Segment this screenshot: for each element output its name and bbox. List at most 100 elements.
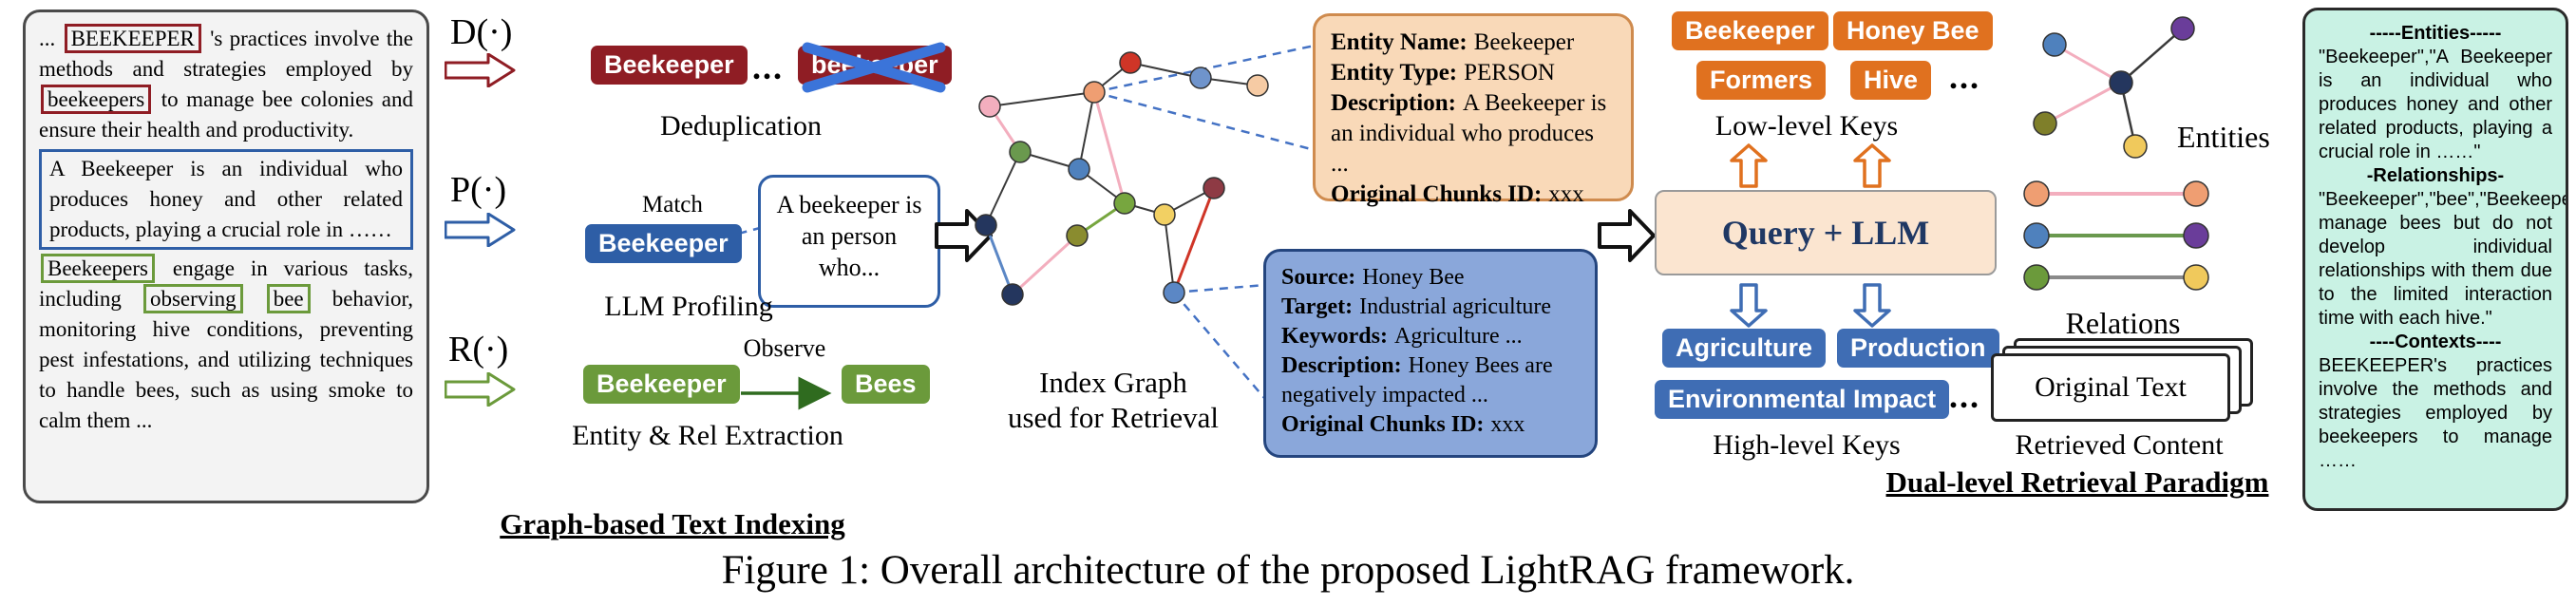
index-graph-label-line1: Index Graph [1039,366,1187,399]
relation-card-key: Source: [1281,265,1356,290]
relation-card-key: Description: [1281,353,1402,378]
source-text: to manage bee colonies and ensure their … [39,87,413,142]
index-graph-label-line2: used for Retrieval [1007,401,1220,434]
extraction-chip-bees: Bees [842,365,930,404]
entity-card-value: xxx [1548,181,1584,207]
output-entities-header: -----Entities----- [2369,23,2502,44]
relation-card-value: Industrial agriculture [1359,294,1552,319]
high-level-keys-label: High-level Keys [1713,429,1901,461]
entities-label: Entities [2177,120,2270,154]
profiling-chip-beekeeper: Beekeeper [585,224,742,263]
index-graph-label: Index Graph used for Retrieval [971,365,1256,435]
high-level-key-agriculture: Agriculture [1662,329,1827,368]
entity-card-key: Entity Name: [1331,29,1468,55]
output-relationships-text: "Beekeeper","bee","Beekeepers manage bee… [2319,189,2568,329]
relation-highlight-beekeepers: Beekeepers [41,254,155,283]
entity-card-value: A Beekeeper is an individual who produce… [1331,90,1607,177]
profile-highlight-block: A Beekeeper is an individual who produce… [39,149,413,250]
extraction-step-label: Entity & Rel Extraction [572,420,843,451]
match-label: Match [642,192,703,218]
source-document-box: ... BEEKEEPER 's practices involve the m… [23,9,429,503]
figure-caption: Figure 1: Overall architecture of the pr… [721,548,1855,593]
low-level-key-hive: Hive [1850,61,1932,100]
section-label-indexing: Graph-based Text Indexing [500,507,845,540]
down-arrow-icon-2 [1853,283,1891,328]
dedup-ellipsis: ... [752,48,784,86]
high-level-key-environmental-impact: Environmental Impact [1655,380,1950,419]
low-level-key-formers: Formers [1696,61,1827,100]
section-label-retrieval: Dual-level Retrieval Paradigm [1885,465,2269,499]
extraction-chip-beekeeper: Beekeeper [583,365,740,404]
high-level-ellipsis: ... [1949,377,1980,415]
relation-card-line: Keywords:Agriculture ... [1281,324,1523,349]
down-arrow-icon-1 [1730,283,1768,328]
extraction-operator-label: R(·) [448,330,509,369]
observe-edge-label: Observe [743,334,826,362]
source-paragraph-3: Beekeepers engage in various tasks, incl… [39,254,413,436]
entity-callout-card: Entity Name:Beekeeper Entity Type:PERSON… [1313,13,1634,207]
retrieved-output-box: -----Entities----- "Beekeeper","A Beekee… [2302,8,2568,511]
source-paragraph-1: ... BEEKEEPER 's practices involve the m… [39,24,413,145]
relation-highlight-bee: bee [266,284,311,313]
entity-card-line: Description:A Beekeeper is an individual… [1331,90,1606,177]
entity-card-key: Original Chunks ID: [1331,181,1543,207]
relation-card-value: Honey Bees are negatively impacted ... [1281,353,1553,407]
relations-label: Relations [2065,306,2181,340]
entity-card-line: Entity Name:Beekeeper [1331,29,1574,55]
entity-card-value: Beekeeper [1473,29,1575,55]
relation-card-key: Target: [1281,294,1354,319]
relation-card-key: Original Chunks ID: [1281,412,1485,437]
output-relationships-header: -Relationships- [2366,165,2505,186]
source-text: behavior, monitoring hive conditions, pr… [39,287,413,432]
entity-highlight-beekeepers: beekeepers [41,85,152,114]
relation-card-key: Keywords: [1281,324,1388,349]
relation-callout-dash-1 [1173,283,1266,294]
relation-highlight-observing: observing [142,284,243,313]
low-level-ellipsis: ... [1949,58,1980,96]
delete-x-icon [802,42,946,93]
profiling-arrow-icon [445,213,516,247]
dedup-chip-beekeeper: Beekeeper [591,46,748,85]
relation-callout-dash-2 [1173,292,1266,400]
entity-card-line: Entity Type:PERSON [1331,60,1555,85]
dedup-arrow-icon [445,53,516,87]
source-text: ... [39,27,63,50]
entity-callout-dash-2 [1093,90,1316,152]
relation-card-value: xxx [1490,412,1525,437]
entity-card-key: Entity Type: [1331,60,1458,85]
entities-graphic [2033,16,2195,159]
entity-card-value: PERSON [1464,60,1555,85]
relations-graphic [2023,180,2209,291]
relation-card-line: Description:Honey Bees are negatively im… [1281,353,1553,407]
relation-card-line: Target:Industrial agriculture [1281,294,1551,319]
query-llm-box: Query + LLM [1655,190,1997,275]
extraction-arrow-icon [445,372,516,407]
output-entities-text: "Beekeeper","A Beekeeper is an individua… [2319,47,2552,162]
high-level-key-production: Production [1837,329,1999,368]
low-level-key-honey-bee: Honey Bee [1833,11,1993,50]
output-contexts-header: ----Contexts---- [2369,331,2502,352]
relation-card-line: Source:Honey Bee [1281,265,1465,290]
entity-card-key: Description: [1331,90,1456,116]
relation-card-line: Original Chunks ID:xxx [1281,412,1525,437]
profile-bubble: A beekeeper is an person who... [758,175,940,308]
up-arrow-icon-1 [1730,143,1768,188]
relation-card-value: Honey Bee [1362,265,1465,290]
dedup-step-label: Deduplication [660,110,822,142]
flow-arrow-icon-2 [1598,209,1656,262]
profiling-operator-label: P(·) [450,170,507,210]
dedup-operator-label: D(·) [450,12,513,52]
entity-card-line: Original Chunks ID:xxx [1331,181,1584,207]
output-contexts-text: BEEKEEPER's practices involve the method… [2319,355,2552,471]
dedup-duplicate-wrap: beekeeper [798,42,952,93]
source-text: engage in various tasks, including [39,256,413,311]
profiling-step-label: LLM Profiling [604,291,773,322]
low-level-key-beekeeper: Beekeeper [1672,11,1828,50]
retrieved-content-label: Retrieved Content [2015,429,2224,461]
entity-highlight-beekeeper: BEEKEEPER [64,24,201,53]
low-level-keys-label: Low-level Keys [1714,110,1899,142]
index-graph [975,51,1269,306]
relation-callout-card: Source:Honey Bee Target:Industrial agric… [1263,249,1598,458]
relation-card-value: Agriculture ... [1393,324,1523,349]
